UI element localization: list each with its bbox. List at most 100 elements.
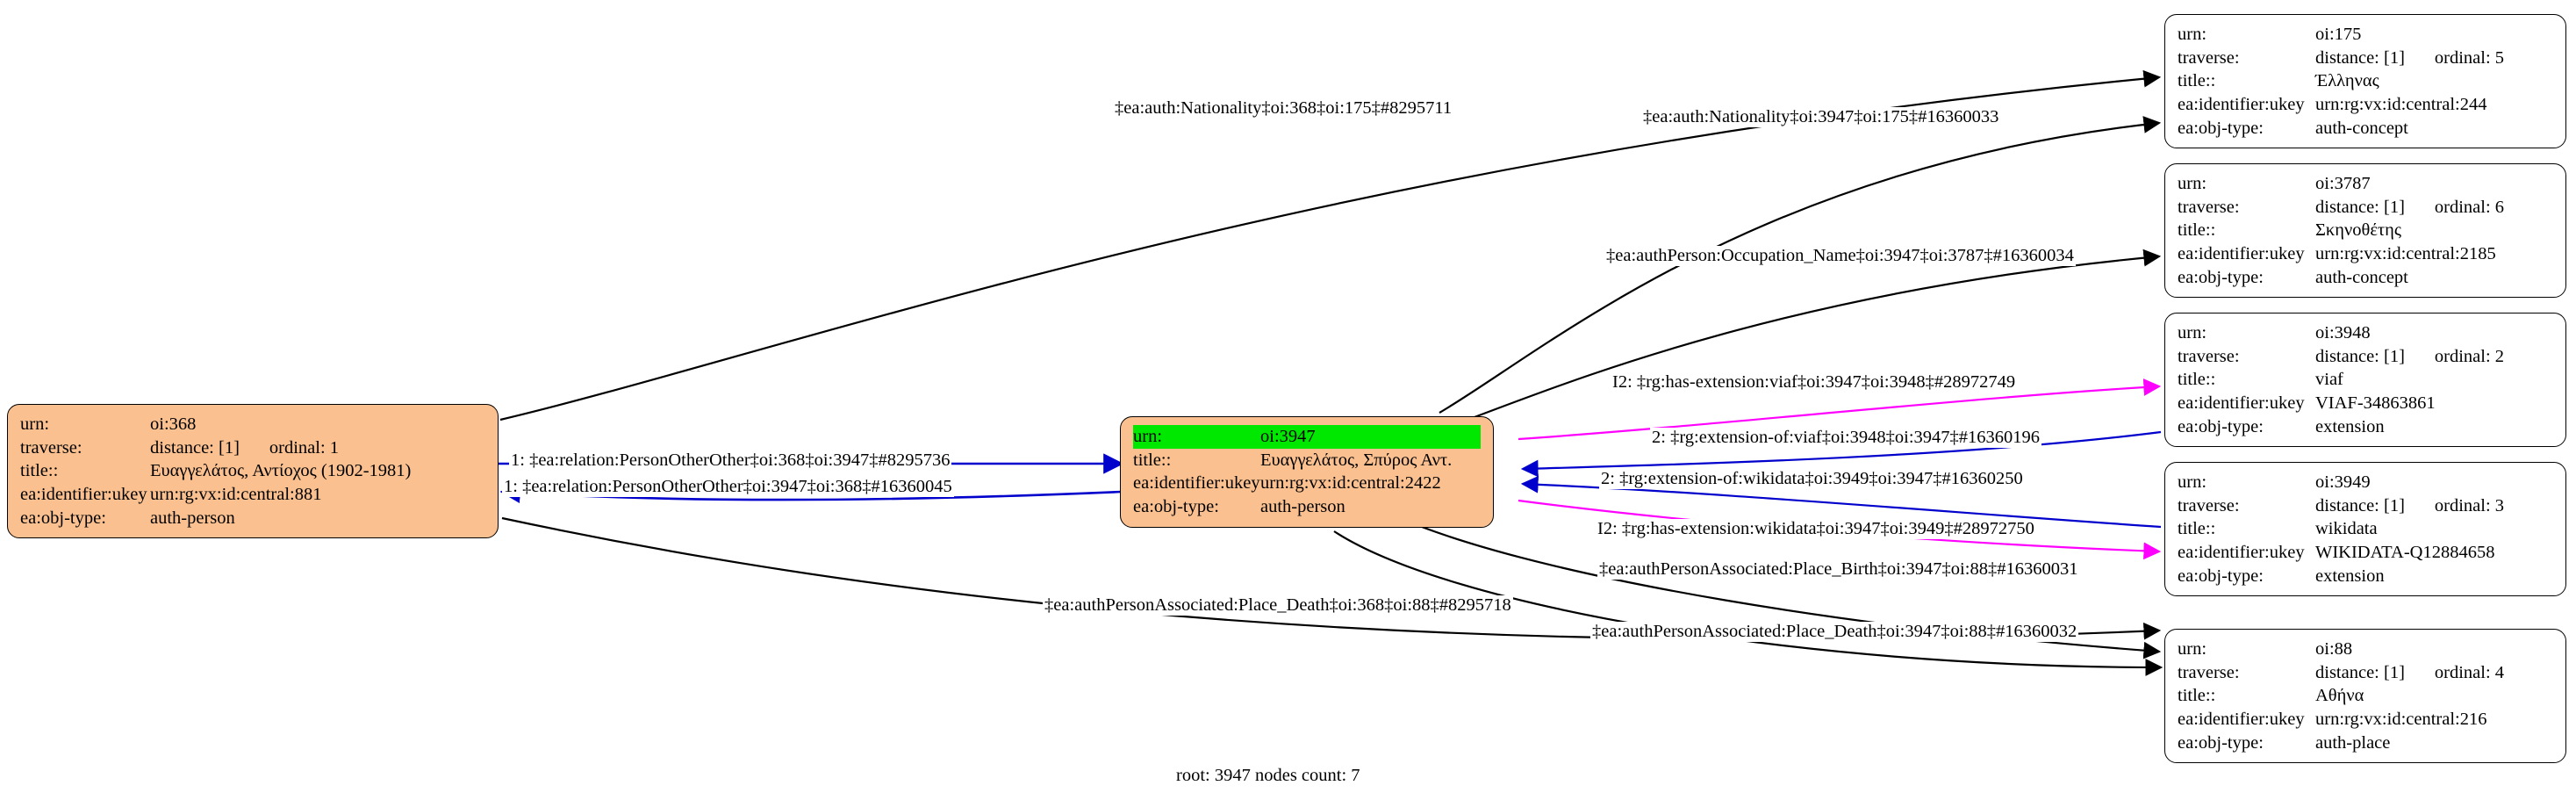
- field-value-title: Αθήνα: [2315, 686, 2364, 706]
- field-value-ordinal: ordinal: 6: [2434, 197, 2505, 217]
- edge-label-has-extension-wikidata: I2: ‡rg:has-extension:wikidata‡oi:3947‡o…: [1596, 519, 2036, 539]
- node-row-ukey: ea:identifier:ukey urn:rg:vx:id:central:…: [2178, 242, 2553, 266]
- field-label-title: title::: [2178, 370, 2216, 390]
- field-value-title: viaf: [2315, 370, 2343, 390]
- node-oi3787[interactable]: urn: oi:3787 traverse: distance: [1] ord…: [2164, 163, 2566, 299]
- field-value-title: Ευαγγελάτος, Αντίοχος (1902-1981): [150, 461, 412, 481]
- field-value-objtype: extension: [2315, 416, 2385, 436]
- node-oi3947-root[interactable]: urn: oi:3947 title:: Ευαγγελάτος, Σπύρος…: [1120, 416, 1494, 528]
- node-row-title: title:: Αθήνα: [2178, 684, 2553, 708]
- edge-path-occupation-3947-3787: [1474, 249, 2162, 419]
- field-label-title: title::: [1133, 450, 1172, 470]
- node-row-objtype: ea:obj-type: extension: [2178, 415, 2553, 439]
- field-label-ukey: ea:identifier:ukey: [1133, 473, 1260, 494]
- field-value-ordinal: ordinal: 1: [269, 437, 340, 458]
- node-row-urn: urn: oi:3949: [2178, 471, 2553, 494]
- edge-label-personotherother-368-3947: 1: ‡ea:relation:PersonOtherOther‡oi:368‡…: [509, 450, 952, 471]
- node-row-urn: urn: oi:3948: [2178, 321, 2553, 345]
- node-row-ukey: ea:identifier:ukey urn:rg:vx:id:central:…: [20, 483, 485, 507]
- field-value-objtype: auth-person: [150, 508, 235, 528]
- field-value-objtype: auth-concept: [2315, 267, 2408, 287]
- node-row-urn-highlighted: urn: oi:3947: [1133, 425, 1481, 449]
- field-label-traverse: traverse:: [2178, 47, 2240, 68]
- field-label-objtype: ea:obj-type:: [20, 508, 106, 528]
- field-value-distance: distance: [1]: [2315, 495, 2405, 515]
- field-value-urn: oi:368: [150, 414, 197, 434]
- node-row-title: title:: viaf: [2178, 368, 2553, 392]
- field-label-traverse: traverse:: [2178, 495, 2240, 515]
- field-value-distance: distance: [1]: [2315, 346, 2405, 366]
- edge-label-personotherother-3947-368: 1: ‡ea:relation:PersonOtherOther‡oi:3947…: [502, 477, 954, 497]
- node-row-ukey: ea:identifier:ukey urn:rg:vx:id:central:…: [1133, 472, 1481, 495]
- node-row-ukey: ea:identifier:ukey WIKIDATA-Q12884658: [2178, 541, 2553, 565]
- field-label-objtype: ea:obj-type:: [2178, 267, 2264, 287]
- field-label-urn: urn:: [20, 414, 50, 434]
- field-label-urn: urn:: [2178, 323, 2207, 342]
- field-value-ukey: urn:rg:vx:id:central:216: [2315, 709, 2487, 729]
- field-label-urn: urn:: [2178, 639, 2207, 659]
- field-value-title: Ευαγγελάτος, Σπύρος Αντ.: [1260, 450, 1453, 470]
- field-label-objtype: ea:obj-type:: [2178, 416, 2264, 436]
- field-label-traverse: traverse:: [2178, 346, 2240, 366]
- edge-label-place-death-368-88: ‡ea:authPersonAssociated:Place_Death‡oi:…: [1043, 595, 1513, 616]
- edge-label-nationality-368-175: ‡ea:auth:Nationality‡oi:368‡oi:175‡#8295…: [1113, 98, 1454, 119]
- edge-label-extension-of-viaf: 2: ‡rg:extension-of:viaf‡oi:3948‡oi:3947…: [1650, 428, 2042, 448]
- field-value-ukey: WIKIDATA-Q12884658: [2315, 542, 2495, 562]
- field-value-distance: distance: [1]: [2315, 197, 2405, 217]
- node-row-traverse: traverse: distance: [1] ordinal: 6: [2178, 196, 2553, 220]
- node-oi3948[interactable]: urn: oi:3948 traverse: distance: [1] ord…: [2164, 313, 2566, 448]
- node-row-ukey: ea:identifier:ukey urn:rg:vx:id:central:…: [2178, 708, 2553, 732]
- field-label-objtype: ea:obj-type:: [2178, 566, 2264, 586]
- field-label-urn: urn:: [2178, 174, 2207, 193]
- field-value-ukey: urn:rg:vx:id:central:881: [150, 484, 322, 504]
- field-label-title: title::: [2178, 71, 2216, 91]
- node-row-ukey: ea:identifier:ukey VIAF-34863861: [2178, 392, 2553, 415]
- field-label-traverse: traverse:: [2178, 662, 2240, 682]
- node-row-title: title:: wikidata: [2178, 517, 2553, 541]
- field-label-title: title::: [2178, 519, 2216, 539]
- edge-label-occupation-3947-3787: ‡ea:authPerson:Occupation_Name‡oi:3947‡o…: [1604, 246, 2076, 266]
- field-value-objtype: extension: [2315, 566, 2385, 586]
- node-row-title: title:: Σκηνοθέτης: [2178, 219, 2553, 242]
- node-row-urn: urn: oi:175: [2178, 23, 2553, 47]
- field-label-traverse: traverse:: [20, 437, 83, 458]
- node-row-traverse: traverse: distance: [1] ordinal: 1: [20, 436, 485, 460]
- field-label-title: title::: [2178, 220, 2216, 241]
- field-value-objtype: auth-person: [1260, 496, 1345, 516]
- field-value-objtype: auth-concept: [2315, 118, 2408, 138]
- edge-label-extension-of-wikidata: 2: ‡rg:extension-of:wikidata‡oi:3949‡oi:…: [1599, 469, 2025, 489]
- field-value-ukey: urn:rg:vx:id:central:244: [2315, 94, 2487, 114]
- field-value-ordinal: ordinal: 4: [2434, 662, 2505, 682]
- field-value-distance: distance: [1]: [2315, 47, 2405, 68]
- node-oi175[interactable]: urn: oi:175 traverse: distance: [1] ordi…: [2164, 14, 2566, 149]
- field-value-distance: distance: [1]: [150, 437, 240, 458]
- field-label-traverse: traverse:: [2178, 197, 2240, 217]
- node-row-objtype: ea:obj-type: auth-person: [20, 507, 485, 530]
- node-row-objtype: ea:obj-type: auth-concept: [2178, 266, 2553, 290]
- field-value-title: Έλληνας: [2315, 71, 2379, 91]
- field-label-urn: urn:: [2178, 25, 2207, 44]
- field-label-objtype: ea:obj-type:: [2178, 732, 2264, 753]
- node-row-traverse: traverse: distance: [1] ordinal: 4: [2178, 661, 2553, 685]
- field-value-ordinal: ordinal: 3: [2434, 495, 2505, 515]
- field-value-urn: oi:3949: [2315, 472, 2371, 492]
- node-row-objtype: ea:obj-type: extension: [2178, 565, 2553, 588]
- field-value-urn: oi:3948: [2315, 323, 2371, 342]
- node-oi3949[interactable]: urn: oi:3949 traverse: distance: [1] ord…: [2164, 462, 2566, 597]
- node-row-traverse: traverse: distance: [1] ordinal: 2: [2178, 345, 2553, 369]
- field-value-title: Σκηνοθέτης: [2315, 220, 2402, 241]
- node-oi88[interactable]: urn: oi:88 traverse: distance: [1] ordin…: [2164, 629, 2566, 764]
- node-row-traverse: traverse: distance: [1] ordinal: 5: [2178, 47, 2553, 70]
- field-label-ukey: ea:identifier:ukey: [2178, 393, 2305, 413]
- field-value-ukey: urn:rg:vx:id:central:2422: [1260, 473, 1441, 494]
- field-label-ukey: ea:identifier:ukey: [2178, 709, 2305, 729]
- field-value-urn: oi:3787: [2315, 174, 2371, 193]
- node-oi368[interactable]: urn: oi:368 traverse: distance: [1] ordi…: [7, 404, 499, 539]
- field-label-objtype: ea:obj-type:: [1133, 496, 1219, 516]
- field-value-ukey: urn:rg:vx:id:central:2185: [2315, 243, 2496, 263]
- field-label-ukey: ea:identifier:ukey: [20, 484, 147, 504]
- field-label-title: title::: [20, 461, 59, 481]
- edge-path-has-extension-viaf: [1518, 378, 2162, 441]
- node-row-urn: urn: oi:88: [2178, 638, 2553, 661]
